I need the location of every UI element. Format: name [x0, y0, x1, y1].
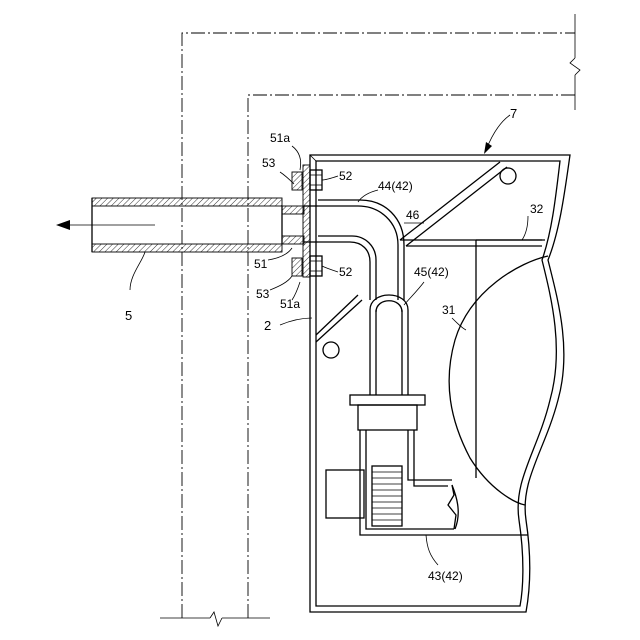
wall-outline-inner	[248, 92, 575, 618]
label-44-42: 44(42)	[378, 179, 413, 193]
label-46: 46	[406, 208, 420, 222]
baffle-plates	[316, 162, 542, 358]
housing	[310, 155, 570, 612]
label-52-top: 52	[339, 169, 353, 183]
box-32	[476, 240, 545, 478]
leader-lines	[130, 115, 528, 565]
floor-break-line	[160, 612, 270, 626]
label-51a-bottom: 51a	[280, 297, 300, 311]
pipe-44	[318, 200, 404, 300]
label-53-bottom: 53	[256, 287, 270, 301]
label-51a-top: 51a	[270, 131, 290, 145]
pipe-45	[370, 295, 408, 395]
label-2: 2	[264, 318, 271, 333]
label-5: 5	[125, 308, 132, 323]
label-45-42: 45(42)	[414, 265, 449, 279]
label-52-bottom: 52	[339, 265, 353, 279]
label-7: 7	[510, 106, 517, 121]
label-53-top: 53	[262, 156, 276, 170]
label-43-42: 43(42)	[428, 569, 463, 583]
label-31: 31	[442, 303, 456, 317]
label-32: 32	[530, 202, 544, 216]
fin-lines	[372, 472, 402, 520]
duct-43	[326, 430, 528, 535]
label-51: 51	[254, 257, 268, 271]
coupling-flange	[350, 395, 425, 430]
